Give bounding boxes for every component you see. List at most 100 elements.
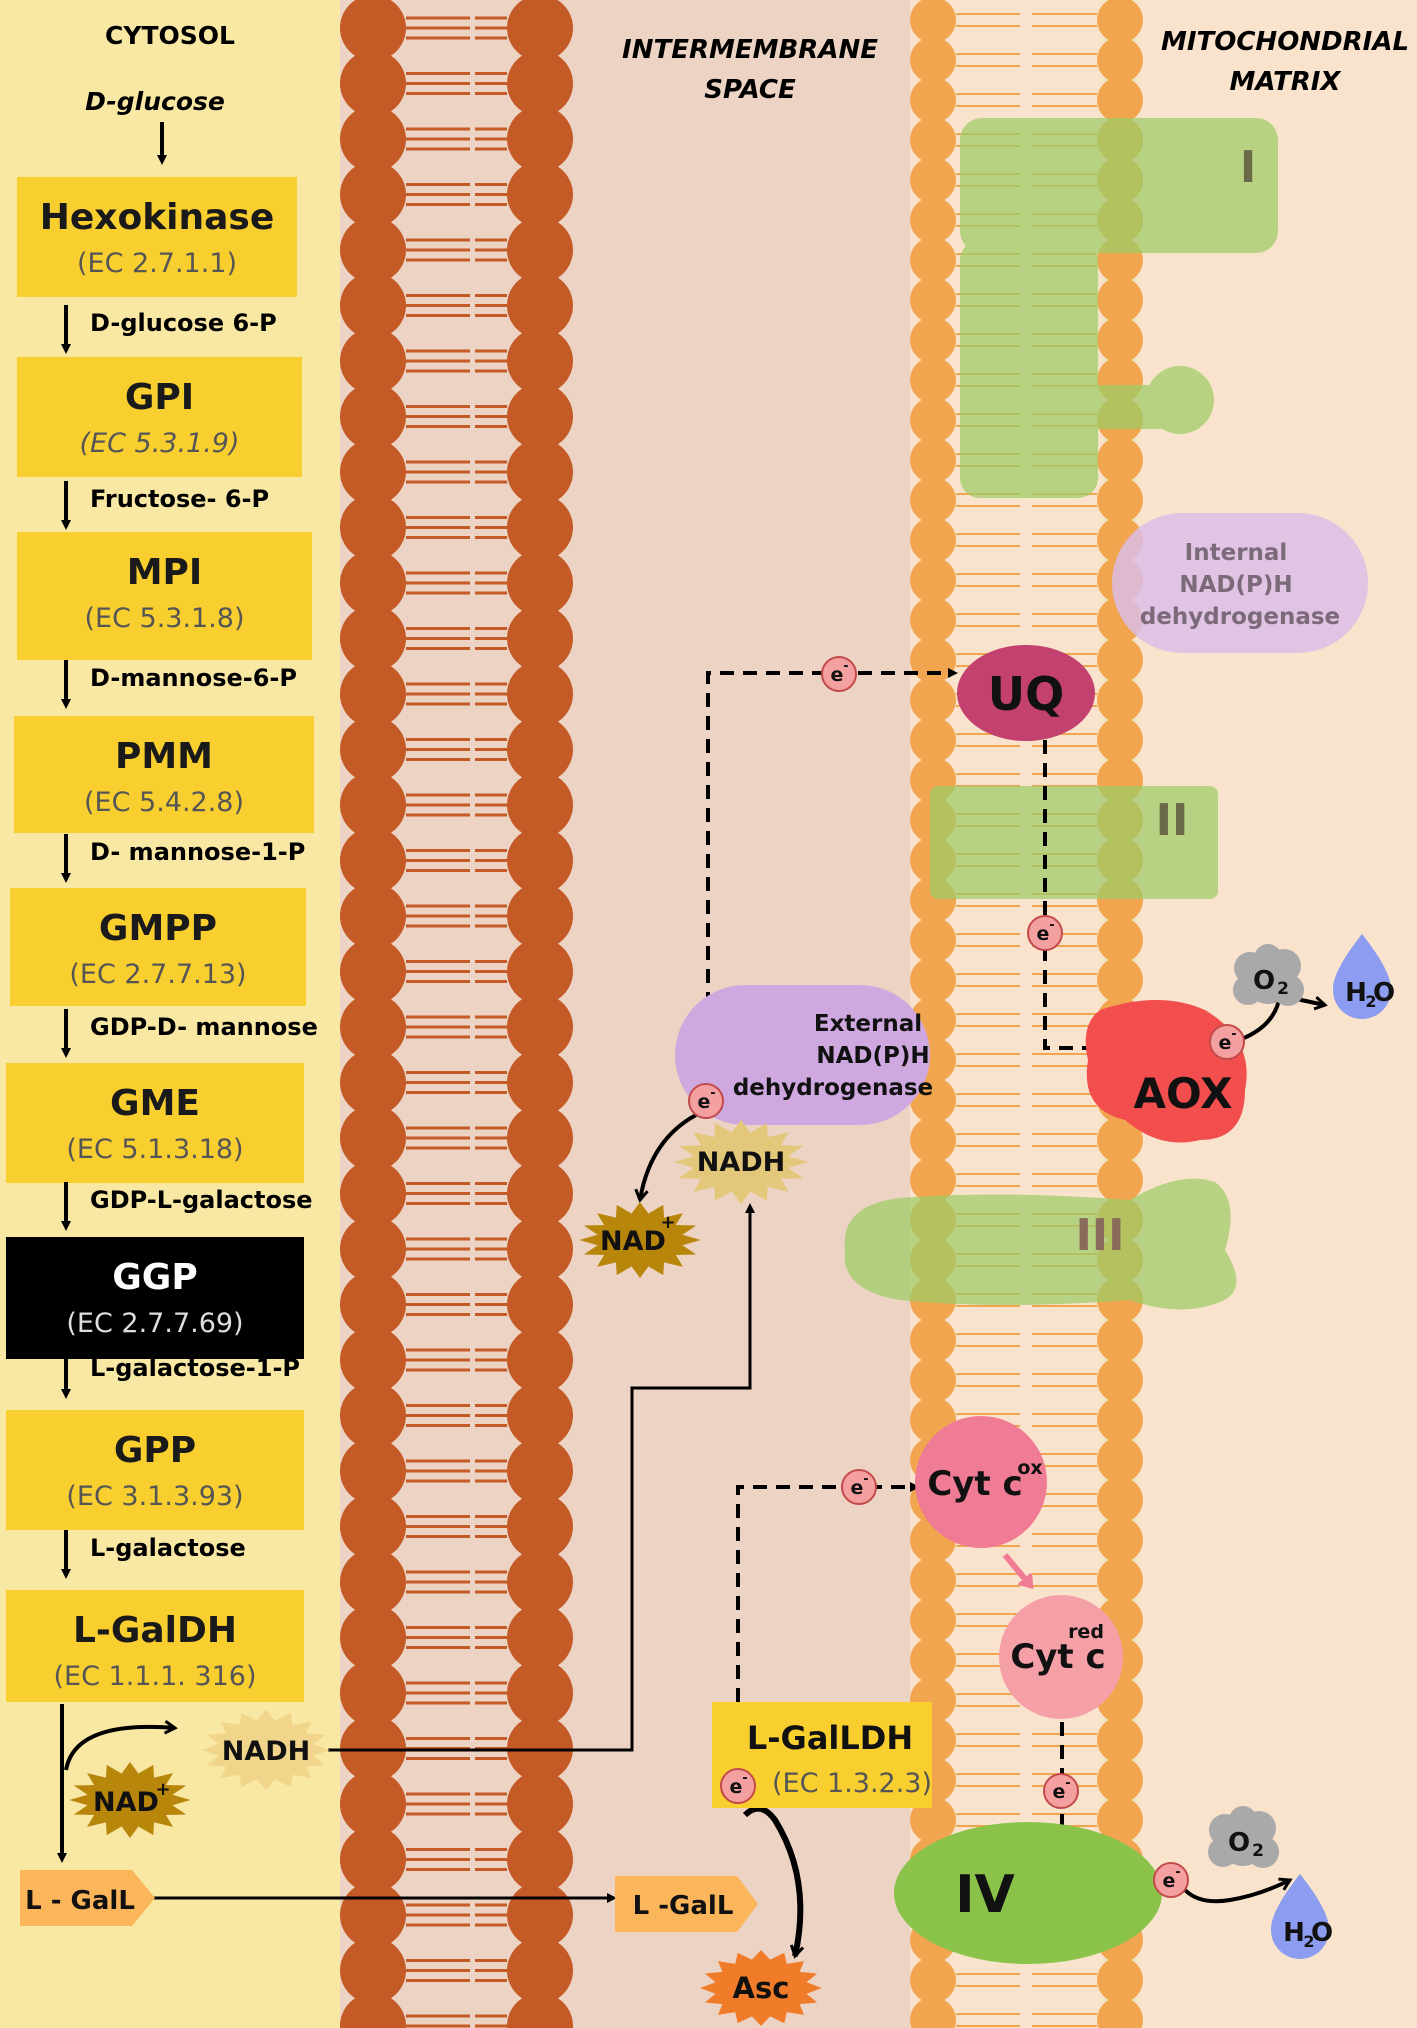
cytosol-label: CYTOSOL bbox=[105, 21, 235, 50]
cytosol-nad-star bbox=[69, 1762, 191, 1838]
enzyme-ec: (EC 1.1.1. 316) bbox=[54, 1661, 257, 1692]
ims-galL-shape bbox=[615, 1876, 758, 1932]
matrix-label-2: MATRIX bbox=[1230, 67, 1343, 97]
ims-galldh-name: L-GalLDH bbox=[747, 1719, 913, 1757]
internal-dehydrogenase: External bbox=[1112, 513, 1368, 653]
enzyme-name: GPI bbox=[125, 377, 194, 418]
outer-membrane bbox=[340, 0, 573, 2028]
complex-I-label: I bbox=[1240, 142, 1256, 193]
external-dh-line-1: External bbox=[814, 1011, 922, 1037]
external-dh-line-3: dehydrogenase bbox=[733, 1075, 933, 1101]
svg-text:2: 2 bbox=[1365, 992, 1376, 1011]
external-dh-line-2: NAD(P)H bbox=[816, 1043, 929, 1069]
enzyme-name: GGP bbox=[112, 1257, 197, 1298]
intermediate-label: D- mannose-1-P bbox=[90, 838, 305, 866]
complex-II-label: II bbox=[1156, 795, 1189, 846]
intermembrane-label-1: INTERMEMBRANE bbox=[622, 35, 878, 65]
cyt-c-red-label: Cyt c bbox=[1010, 1637, 1105, 1677]
ims-nad-plus: + bbox=[660, 1212, 675, 1233]
enzyme-box bbox=[17, 177, 297, 297]
complex-IV-label: IV bbox=[955, 1865, 1015, 1925]
svg-text:-: - bbox=[710, 1086, 715, 1101]
intermembrane-label-2: SPACE bbox=[704, 75, 796, 105]
external-dehydrogenase bbox=[675, 985, 930, 1125]
svg-text:e: e bbox=[1163, 1870, 1176, 1892]
enzyme-ec: (EC 5.1.3.18) bbox=[66, 1134, 243, 1165]
intermediate-label: D-glucose 6-P bbox=[90, 309, 277, 337]
complex-IV bbox=[894, 1822, 1162, 1964]
complex-I bbox=[960, 118, 1278, 498]
enzyme-box bbox=[14, 716, 314, 833]
enzyme-name: MPI bbox=[127, 552, 203, 593]
svg-text:-: - bbox=[742, 1771, 747, 1786]
aox-label: AOX bbox=[1133, 1069, 1232, 1118]
enzyme-ec: (EC 2.7.7.13) bbox=[69, 959, 246, 990]
internal-dh-line-2: NAD(P)H bbox=[1179, 572, 1292, 598]
svg-text:2: 2 bbox=[1277, 979, 1289, 999]
cytosol-nad-plus: + bbox=[155, 1779, 170, 1800]
svg-text:H: H bbox=[1345, 978, 1367, 1008]
cytosol-nadh-star bbox=[202, 1710, 330, 1790]
svg-text:-: - bbox=[863, 1472, 868, 1487]
enzyme-name: GME bbox=[110, 1083, 200, 1124]
matrix-label-1: MITOCHONDRIAL bbox=[1161, 27, 1409, 57]
svg-text:O: O bbox=[1373, 978, 1395, 1008]
enzyme-name: PMM bbox=[115, 736, 213, 777]
svg-text:H: H bbox=[1283, 1918, 1305, 1948]
intermediate-label: L-galactose-1-P bbox=[90, 1354, 300, 1382]
svg-text:2: 2 bbox=[1252, 1841, 1264, 1861]
ims-nadh-star bbox=[673, 1120, 809, 1204]
enzyme-ec: (EC 5.3.1.8) bbox=[84, 603, 244, 634]
cyt-c-transfer-arrow bbox=[1002, 1553, 1030, 1585]
svg-text:-: - bbox=[1049, 918, 1054, 933]
svg-text:e: e bbox=[698, 1091, 711, 1113]
svg-text:-: - bbox=[1231, 1027, 1236, 1042]
enzyme-ec: (EC 5.3.1.9) bbox=[79, 428, 239, 459]
svg-text:O: O bbox=[1253, 966, 1275, 996]
electron-markers: e-e-e-e-e-e-e-e- bbox=[688, 656, 1245, 1898]
svg-text:e: e bbox=[730, 1776, 743, 1798]
asc-star bbox=[700, 1950, 822, 2026]
intermediate-label: D-mannose-6-P bbox=[90, 664, 297, 692]
enzyme-box bbox=[6, 1410, 304, 1530]
enzyme-box bbox=[6, 1237, 304, 1359]
cyt-c-ox bbox=[915, 1416, 1047, 1548]
h2o-drop-top: H2O bbox=[1332, 934, 1395, 1019]
enzyme-ec: (EC 5.4.2.8) bbox=[84, 787, 244, 818]
enzyme-name: Hexokinase bbox=[40, 197, 275, 238]
ims-galL-label: L -GalL bbox=[633, 1891, 734, 1921]
asc-label: Asc bbox=[733, 1971, 790, 2005]
enzyme-box bbox=[10, 888, 306, 1006]
svg-text:e: e bbox=[831, 664, 844, 686]
uq-label: UQ bbox=[988, 667, 1064, 721]
enzyme-ec: (EC 2.7.1.1) bbox=[77, 248, 237, 279]
enzyme-box bbox=[17, 532, 312, 660]
svg-text:e: e bbox=[1053, 1781, 1066, 1803]
svg-text:-: - bbox=[1065, 1776, 1070, 1791]
intermediate-label: GDP-D- mannose bbox=[90, 1013, 318, 1041]
enzyme-name: GPP bbox=[114, 1430, 196, 1471]
svg-text:O: O bbox=[1228, 1828, 1250, 1858]
complex-III bbox=[844, 1178, 1237, 1310]
svg-text:2: 2 bbox=[1303, 1932, 1314, 1951]
complex-II bbox=[930, 786, 1218, 899]
enzyme-name: L-GalDH bbox=[73, 1610, 237, 1651]
intermediate-label: L-galactose bbox=[90, 1534, 246, 1562]
enzyme-box bbox=[6, 1063, 304, 1183]
cytosol-nad-label: NAD bbox=[93, 1787, 159, 1818]
cyt-c-ox-superscript: ox bbox=[1017, 1457, 1042, 1479]
svg-text:e: e bbox=[851, 1477, 864, 1499]
cytosol-galL-shape bbox=[20, 1870, 155, 1926]
cytosol-galL-label: L - GalL bbox=[25, 1886, 135, 1916]
uq bbox=[957, 645, 1095, 741]
start-substrate: D-glucose bbox=[85, 87, 225, 116]
ims-nad-label: NAD bbox=[600, 1226, 666, 1257]
ims-galldh-ec: (EC 1.3.2.3) bbox=[772, 1768, 932, 1799]
enzyme-name: GMPP bbox=[99, 908, 217, 949]
svg-text:-: - bbox=[1175, 1865, 1180, 1880]
